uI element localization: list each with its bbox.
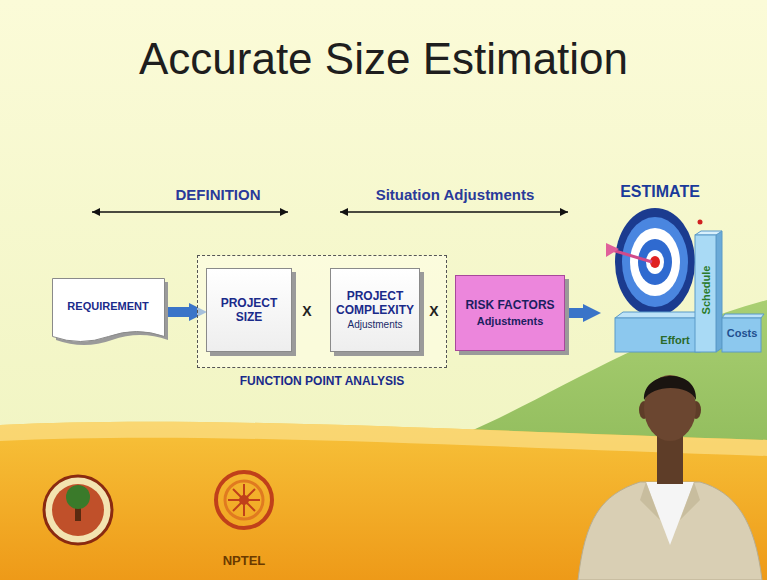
presenter [578,375,762,580]
target-ring [615,208,695,316]
presenter-hair [644,376,696,400]
effort-slab-top [615,312,708,318]
costs-block [722,318,761,352]
node-heading: PROJECT SIZE [211,296,287,325]
section-label: DEFINITION [150,186,286,203]
multiply-sign: X [296,303,318,319]
logo-ring [216,472,272,528]
schedule-block-side [716,231,722,352]
caption-slot: FUNCTION POINT ANALYSIS [198,374,446,388]
schedule-block [695,235,716,352]
node-subtext: Adjustments [460,315,560,328]
slide-title: Accurate Size Estimation [0,34,767,84]
nptel-logo [216,472,272,528]
title-slot: Accurate Size Estimation [0,34,767,84]
label-slot: X [296,303,318,319]
logo-ring [225,481,263,519]
process-box: PROJECT COMPLEXITYAdjustments [330,268,420,352]
flow-arrow [565,308,583,318]
presenter-jacket [578,482,762,580]
logo-disc [52,484,104,536]
target-ring [622,217,688,307]
section-label: Situation Adjustments [335,186,575,203]
dart-feathers [606,243,619,257]
label-slot: DEFINITION [150,186,286,203]
presenter-shirt [646,482,694,545]
presenter-head [644,375,696,441]
label-slot: Effort [652,334,698,346]
target-ring [638,239,672,285]
node-heading: ESTIMATE [600,182,720,201]
node-subtext: Adjustments [335,319,415,331]
target-ring [630,228,680,296]
block-label: Effort [652,334,698,346]
dart-shaft [612,250,652,262]
target-illustration [606,208,764,352]
risk-box: RISK FACTORS Adjustments [455,275,565,351]
label-slot: X [423,303,445,319]
document-outline [52,278,170,352]
logo-center [239,495,249,505]
logo-ring [44,476,112,544]
node-heading: FUNCTION POINT ANALYSIS [198,374,446,388]
effort-slab [615,318,700,352]
document-shape: REQUIREMENT [52,278,164,346]
label-slot: Costs [722,327,762,339]
dashed-group-box: FUNCTION POINT ANALYSISPROJECT SIZEPROJE… [197,255,447,368]
schedule-block-top [695,231,722,235]
block-label: Schedule [700,249,712,331]
label-slot: Situation Adjustments [335,186,575,203]
document-shape [53,279,165,342]
process-box: PROJECT SIZE [206,268,292,352]
orange-band [0,422,767,580]
red-dot [698,220,703,225]
logo-caption: NPTEL [214,553,274,568]
block-label: Costs [722,327,762,339]
node-heading: RISK FACTORS [460,298,560,312]
span-bracket [340,211,568,213]
label-slot: NPTEL [214,553,274,568]
node-heading: PROJECT COMPLEXITY [335,289,415,318]
node-heading: REQUIREMENT [56,300,160,313]
logo-tree-crown [66,485,90,509]
logo-star [228,484,260,516]
label-slot: Schedule [700,249,712,331]
costs-block-top [722,314,764,318]
multiply-sign: X [423,303,445,319]
presenter-neck [657,436,683,484]
institute-logo [44,476,112,544]
presenter-lapel [640,482,700,520]
span-bracket [92,211,288,213]
